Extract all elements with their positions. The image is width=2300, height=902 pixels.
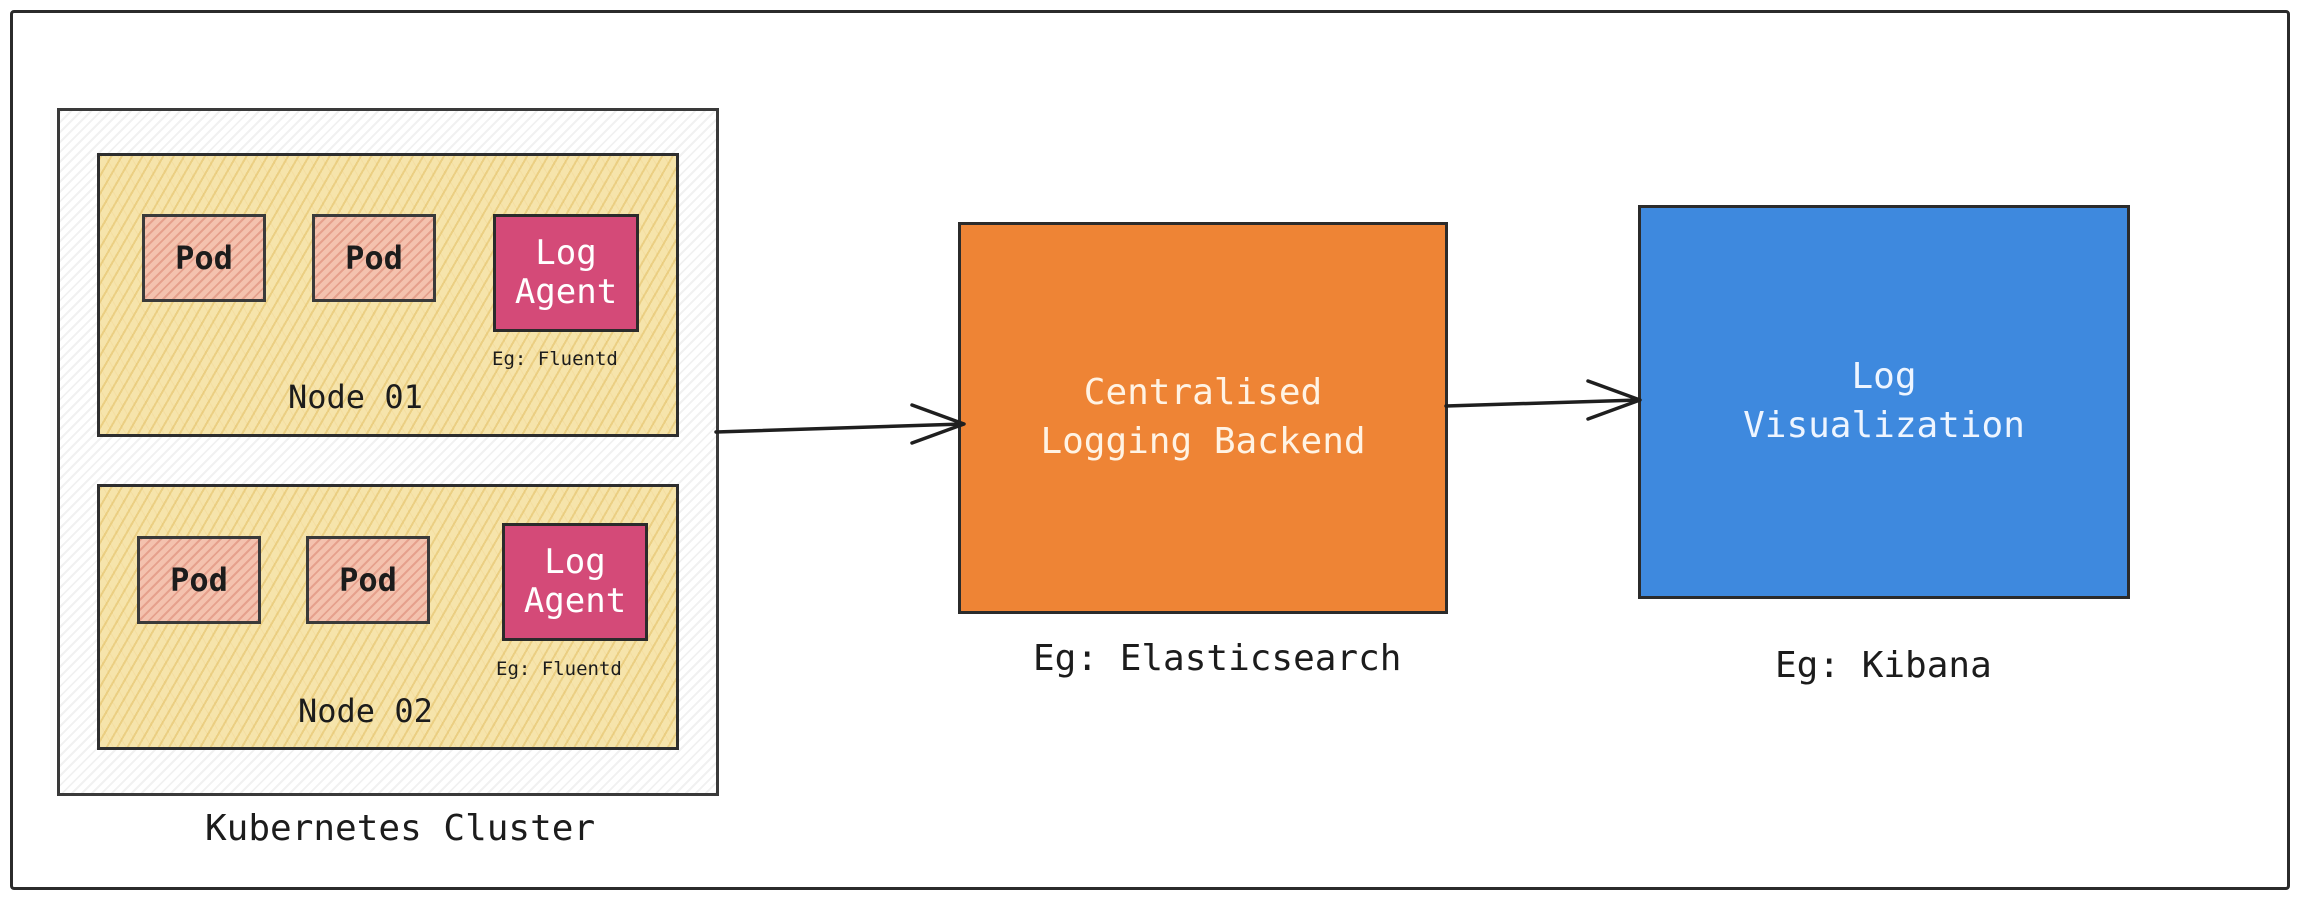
node-02-pod-1: Pod — [137, 536, 261, 624]
visualization-label-line1: Log — [1851, 356, 1917, 398]
pod-label: Pod — [170, 561, 228, 599]
log-agent-label-line2: Agent — [514, 272, 618, 312]
node-01-pod-2: Pod — [312, 214, 436, 302]
log-agent-label-line2: Agent — [523, 581, 627, 621]
node-02-agent-example: Eg: Fluentd — [496, 658, 622, 680]
pod-label: Pod — [345, 239, 403, 277]
node-01-log-agent: Log Agent — [493, 214, 639, 332]
visualization-example: Eg: Kibana — [1775, 645, 1992, 686]
node-02-label: Node 02 — [298, 692, 433, 730]
node-02-log-agent: Log Agent — [502, 523, 648, 641]
log-agent-label-line1: Log — [544, 541, 606, 582]
pod-label: Pod — [175, 239, 233, 277]
node-02-pod-2: Pod — [306, 536, 430, 624]
logging-backend-box: Centralised Logging Backend — [958, 222, 1448, 614]
visualization-label-line2: Visualization — [1743, 405, 2025, 446]
node-01-label: Node 01 — [288, 378, 423, 416]
node-01-agent-example: Eg: Fluentd — [492, 348, 618, 370]
node-01-pod-1: Pod — [142, 214, 266, 302]
kubernetes-cluster-label: Kubernetes Cluster — [205, 808, 596, 849]
backend-label-line1: Centralised — [1083, 372, 1323, 414]
backend-example: Eg: Elasticsearch — [1033, 638, 1402, 679]
pod-label: Pod — [339, 561, 397, 599]
log-agent-label-line1: Log — [535, 232, 597, 273]
log-visualization-box: Log Visualization — [1638, 205, 2130, 599]
backend-label-line2: Logging Backend — [1040, 421, 1366, 462]
